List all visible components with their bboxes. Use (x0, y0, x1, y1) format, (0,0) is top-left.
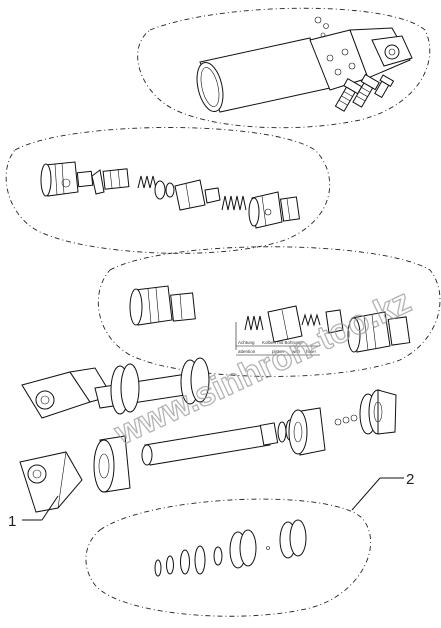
piston (288, 407, 326, 456)
valve-spring-2 (221, 195, 247, 211)
seal-kit-ellipse (85, 498, 372, 617)
piston-rod (141, 422, 279, 466)
valve-spring-1 (137, 175, 157, 189)
seal-kit-group (85, 498, 372, 617)
callout-1-label: 1 (8, 513, 16, 530)
valve-poppet (174, 179, 221, 211)
cylinder-tube (196, 37, 331, 113)
main-cylinder-assembly (19, 357, 397, 513)
valve-seat (154, 180, 175, 200)
valve-detail-ellipse (5, 127, 330, 254)
note-word-piston: piston (272, 349, 285, 354)
tube-small-parts (314, 16, 329, 38)
bottom-clevis (19, 451, 83, 513)
piston-nut-right (347, 311, 411, 353)
note-word-hole: hole! (306, 349, 316, 354)
piston-poppet (267, 305, 344, 343)
piston-small-seals (334, 414, 358, 426)
tube-detail-ellipse (137, 7, 431, 129)
valve-body-left (40, 161, 79, 197)
valve-spool (76, 168, 130, 195)
piston-rings-upper (110, 357, 210, 415)
tube-valve-cartridges (334, 73, 395, 112)
callout-2-label: 2 (406, 471, 414, 488)
valve-nut-right (248, 191, 301, 229)
gland (93, 435, 131, 493)
piston-nut (359, 389, 397, 435)
attention-note: Achtung Kolben mit Bohrung! attention pi… (235, 322, 320, 356)
piston-valve-group: Achtung Kolben mit Bohrung! attention pi… (97, 246, 441, 377)
callout-2: 2 (351, 471, 414, 511)
note-word-achtung: Achtung (238, 340, 255, 345)
note-word-with: with (292, 349, 300, 354)
piston-spring (244, 315, 264, 331)
tube-assembly-group (137, 7, 431, 129)
valve-assembly-group (5, 127, 330, 254)
callout-1: 1 (8, 495, 59, 530)
note-text-kolben: Kolben mit Bohrung! (262, 340, 303, 345)
cylinder-head-block (309, 29, 369, 91)
note-word-attention: attention (238, 349, 256, 354)
piston-valve-detail-ellipse (97, 246, 441, 377)
piston-body-left (129, 285, 196, 326)
seal-kit-rings (154, 519, 307, 577)
tube-clevis (349, 27, 413, 79)
